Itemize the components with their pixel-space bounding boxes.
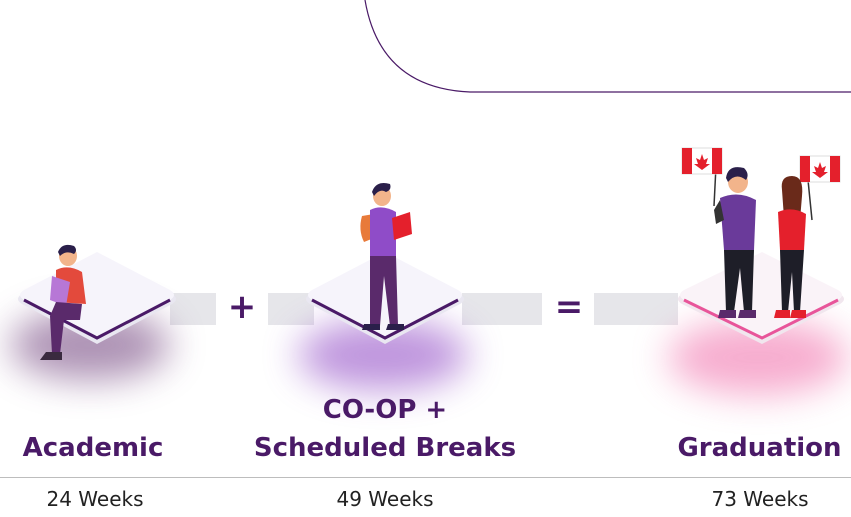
divider-line: [0, 477, 851, 478]
connector-bar-3: [462, 293, 542, 325]
connector-bar-4: [594, 293, 678, 325]
plus-operator: +: [227, 287, 257, 327]
graduates-canada-flags-icon: [681, 147, 841, 318]
stage-title-coop-line1: CO-OP +: [322, 395, 448, 425]
weeks-academic: 24 Weeks: [46, 487, 144, 511]
stage-title-academic: Academic: [22, 433, 164, 463]
student-reading-icon: [40, 244, 86, 360]
coop-platform: [306, 252, 464, 344]
equals-operator: =: [554, 287, 584, 327]
stage-title-graduation: Graduation: [677, 433, 842, 463]
student-walking-book-icon: [360, 183, 412, 330]
connector-bar-1: [170, 293, 216, 325]
weeks-coop: 49 Weeks: [336, 487, 434, 511]
stage-title-coop-line2: Scheduled Breaks: [253, 433, 517, 463]
weeks-graduation: 73 Weeks: [711, 487, 809, 511]
